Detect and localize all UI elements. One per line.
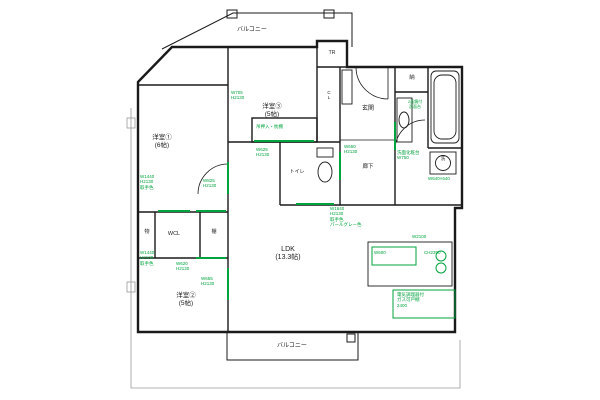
toilet-fixture xyxy=(316,147,334,183)
site-boundary xyxy=(126,108,461,389)
kitchen-note-box xyxy=(392,289,456,319)
room1-door-arc xyxy=(197,163,229,195)
fixtures xyxy=(316,69,460,287)
outer-walls xyxy=(136,39,464,334)
kitchen-equipment xyxy=(371,246,456,319)
entrance-door-arc xyxy=(355,66,389,100)
door-arcs xyxy=(197,66,426,195)
washing-machine xyxy=(429,151,457,175)
green-door-marks xyxy=(158,122,396,300)
burner-icon xyxy=(435,250,447,262)
balcony-bottom xyxy=(226,332,359,361)
kitchen-sink xyxy=(371,246,417,266)
vanity-unit xyxy=(396,97,413,143)
burner-icon xyxy=(435,262,447,274)
interior-walls xyxy=(138,41,462,332)
kitchen-counter xyxy=(367,241,453,287)
balcony-top xyxy=(161,9,353,50)
bathtub xyxy=(430,70,460,144)
shoe-cabinet xyxy=(341,69,353,105)
